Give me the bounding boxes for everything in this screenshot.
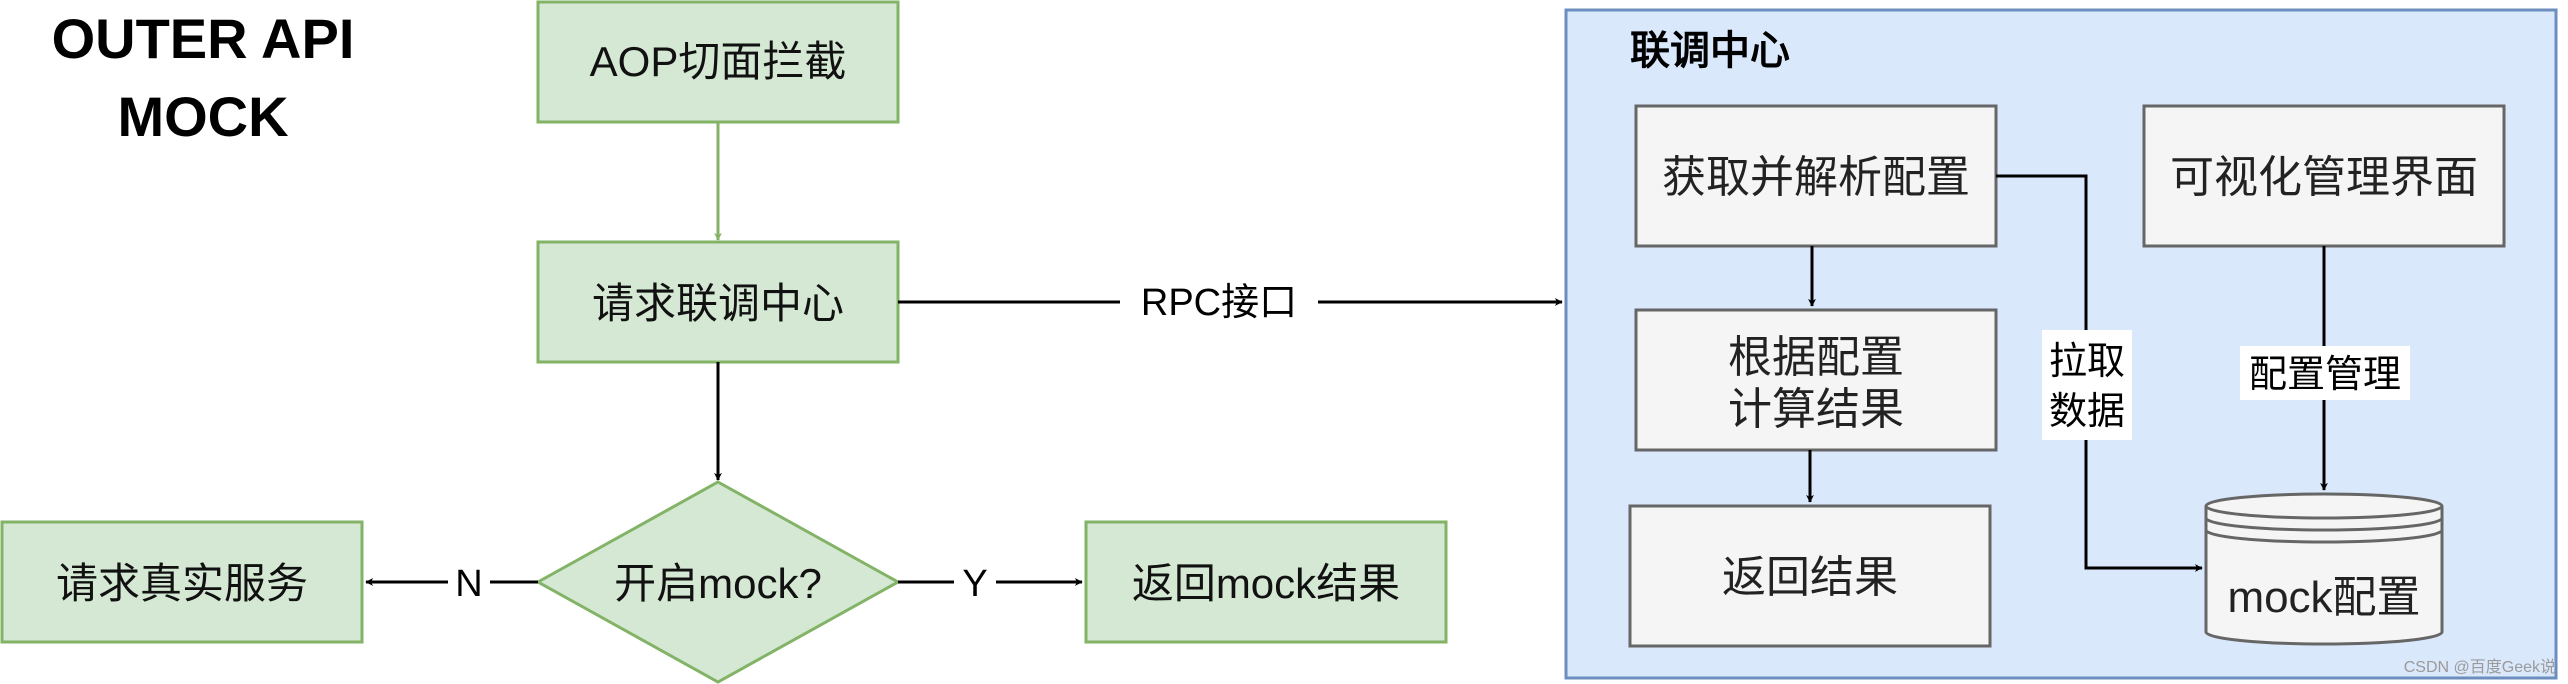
real-service-node bbox=[0, 520, 364, 644]
pull-label-bg bbox=[2042, 330, 2132, 440]
compute-result-node bbox=[1634, 308, 1998, 452]
request-center-node bbox=[536, 240, 900, 364]
panel-title: 联调中心 bbox=[1630, 29, 1790, 73]
real-service-label: 请求真实服务 bbox=[56, 560, 308, 607]
parse-config-node bbox=[1634, 104, 1998, 248]
compute-result-label-line2: 计算结果 bbox=[1728, 385, 1904, 434]
aop-intercept-node bbox=[536, 0, 900, 124]
config-manage-label-bg bbox=[2240, 346, 2410, 400]
yes-label-bg bbox=[954, 560, 996, 606]
aop-intercept-label: AOP切面拦截 bbox=[590, 38, 847, 85]
return-mock-label: 返回mock结果 bbox=[1132, 560, 1400, 607]
pull-label-line1: 拉取 bbox=[2049, 341, 2125, 383]
yes-label: Y bbox=[962, 563, 987, 605]
no-label: N bbox=[455, 563, 482, 605]
pull-label-line2: 数据 bbox=[2049, 391, 2125, 433]
diagram-title-line1: OUTER API bbox=[52, 7, 355, 70]
rpc-label-bg bbox=[1120, 278, 1318, 326]
request-center-label: 请求联调中心 bbox=[592, 280, 844, 327]
visual-ui-node bbox=[2142, 104, 2506, 248]
return-result-label: 返回结果 bbox=[1722, 553, 1898, 602]
compute-result-label-line1: 根据配置 bbox=[1728, 333, 1904, 382]
mock-enabled-decision bbox=[534, 480, 902, 684]
visual-ui-label: 可视化管理界面 bbox=[2170, 153, 2478, 202]
rpc-label: RPC接口 bbox=[1141, 282, 1297, 324]
return-mock-node bbox=[1084, 520, 1448, 644]
mock-config-label: mock配置 bbox=[2227, 573, 2420, 622]
credit-watermark: CSDN @百度Geek说 bbox=[2404, 658, 2556, 676]
return-result-node bbox=[1628, 504, 1992, 648]
mock-enabled-label: 开启mock? bbox=[614, 560, 822, 607]
config-manage-label: 配置管理 bbox=[2249, 354, 2401, 396]
parse-config-label: 获取并解析配置 bbox=[1662, 153, 1970, 202]
no-label-bg bbox=[448, 560, 490, 606]
mock-config-database bbox=[2204, 492, 2444, 646]
diagram-title-line2: MOCK bbox=[117, 85, 288, 148]
